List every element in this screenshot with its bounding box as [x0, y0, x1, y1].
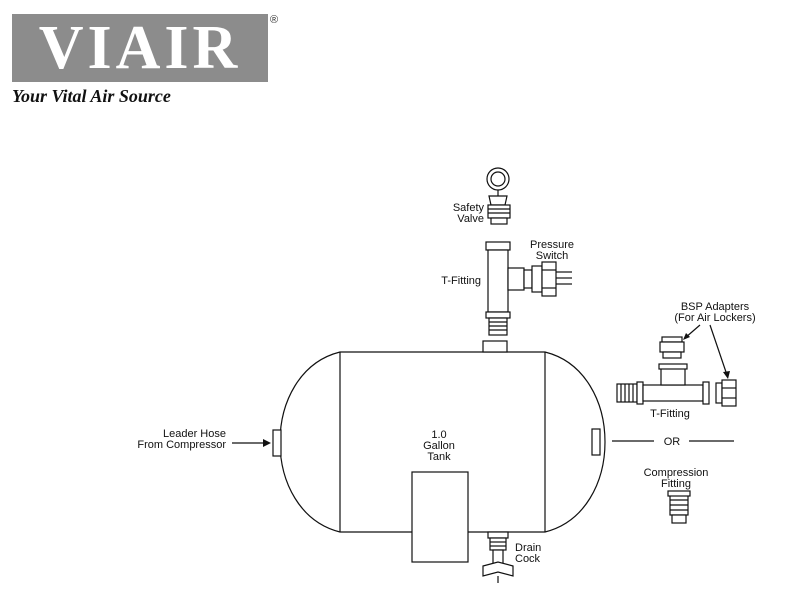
bsp-adapters-label-1: BSP Adapters [681, 301, 750, 313]
bsp-arrows [683, 324, 730, 379]
logo-wordmark: VIAIR [38, 14, 242, 82]
compression-fitting-label-2: Fitting [661, 478, 691, 490]
t-fitting-top [485, 241, 525, 336]
safety-valve-label-1: Safety [453, 202, 485, 214]
tank-label-panel [411, 471, 469, 563]
leader-hose-label-1: Leader Hose [163, 428, 226, 440]
pressure-switch [523, 261, 572, 297]
safety-valve [486, 167, 511, 225]
bsp-adapter-right [715, 379, 737, 407]
leader-hose-label-2: From Compressor [137, 439, 226, 451]
compression-fitting [667, 490, 691, 524]
drain-cock-label-2: Cock [515, 553, 541, 565]
leader-hose-arrow [232, 439, 271, 447]
pressure-switch-label-2: Switch [536, 250, 568, 262]
bsp-adapters-label-2: (For Air Lockers) [674, 312, 755, 324]
tank-label-3: Tank [427, 451, 451, 463]
drain-cock [482, 531, 514, 583]
or-label: OR [664, 436, 681, 448]
compression-fitting-label-1: Compression [644, 467, 709, 479]
safety-valve-label-2: Valve [457, 213, 484, 225]
bsp-adapter-top [659, 336, 685, 359]
tank-label-1: 1.0 [431, 429, 446, 441]
pressure-switch-label-1: Pressure [530, 239, 574, 251]
drain-cock-label-1: Drain [515, 542, 541, 554]
t-fitting-top-label: T-Fitting [441, 275, 481, 287]
left-port [272, 429, 282, 457]
logo-box [12, 14, 268, 82]
right-port [591, 428, 601, 456]
registered-mark: ® [270, 14, 279, 26]
t-fitting-right-label: T-Fitting [650, 408, 690, 420]
top-port [482, 340, 508, 353]
t-fitting-right [616, 363, 710, 405]
logo-tagline: Your Vital Air Source [12, 86, 171, 106]
viair-logo: VIAIR ® Your Vital Air Source [12, 14, 279, 108]
air-tank [272, 340, 606, 563]
tank-label-2: Gallon [423, 440, 455, 452]
